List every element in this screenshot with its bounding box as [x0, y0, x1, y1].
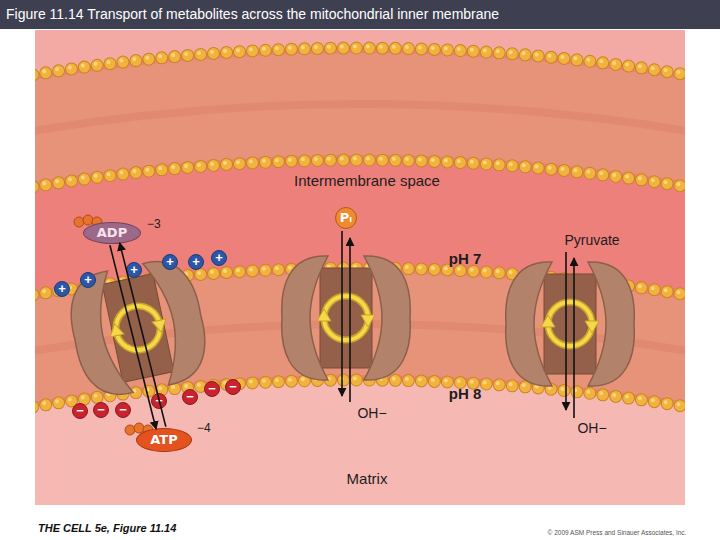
transport-arrow	[120, 243, 166, 427]
negative-charge: −	[225, 379, 241, 395]
pyruvate-transporter	[506, 262, 635, 386]
molecule-name: ADP	[84, 223, 140, 243]
negative-charge: −	[115, 402, 131, 418]
positive-charge: +	[54, 281, 70, 297]
ion-label: OH−	[577, 420, 606, 436]
positive-charge: +	[211, 250, 227, 266]
intermembrane-space	[35, 30, 685, 505]
phospholipid-heads	[35, 47, 685, 410]
molecule-name: ATP	[137, 429, 191, 451]
molecule-name: Pᵢ	[336, 208, 356, 228]
ph-label: pH 7	[449, 250, 482, 267]
adp-atp-translocator	[62, 254, 214, 402]
phosphate-groups	[74, 215, 153, 435]
region-label: Matrix	[347, 470, 388, 487]
charge-label: −4	[197, 421, 211, 435]
ph-label: pH 8	[449, 385, 482, 402]
negative-charge: −	[182, 389, 198, 405]
figure-caption: THE CELL 5e, Figure 11.14	[38, 522, 176, 534]
phosphate-molecule: Pᵢ	[335, 207, 357, 229]
negative-charge: −	[72, 403, 88, 419]
transport-arrow	[110, 245, 156, 429]
adp-molecule: ADP−3	[83, 222, 141, 244]
region-label: Intermembrane space	[294, 172, 440, 189]
positive-charge: +	[188, 254, 204, 270]
ion-label: OH−	[357, 405, 386, 421]
positive-charge: +	[126, 262, 142, 278]
atp-molecule: ATP−4	[136, 428, 192, 452]
positive-charge: +	[80, 272, 96, 288]
phosphate-transporter	[282, 256, 411, 380]
transport-arrows	[342, 231, 574, 418]
title-bar: Figure 11.14 Transport of metabolites ac…	[0, 0, 720, 29]
negative-charge: −	[93, 402, 109, 418]
charge-label: −3	[147, 217, 161, 231]
copyright-note: © 2009 ASM Press and Sinauer Associates,…	[548, 529, 687, 536]
negative-charge: −	[151, 393, 167, 409]
negative-charge: −	[204, 381, 220, 397]
positive-charge: +	[162, 254, 178, 270]
matrix-region	[35, 380, 685, 505]
metabolite-label: Pyruvate	[564, 232, 619, 248]
figure-title: Figure 11.14 Transport of metabolites ac…	[6, 6, 499, 22]
